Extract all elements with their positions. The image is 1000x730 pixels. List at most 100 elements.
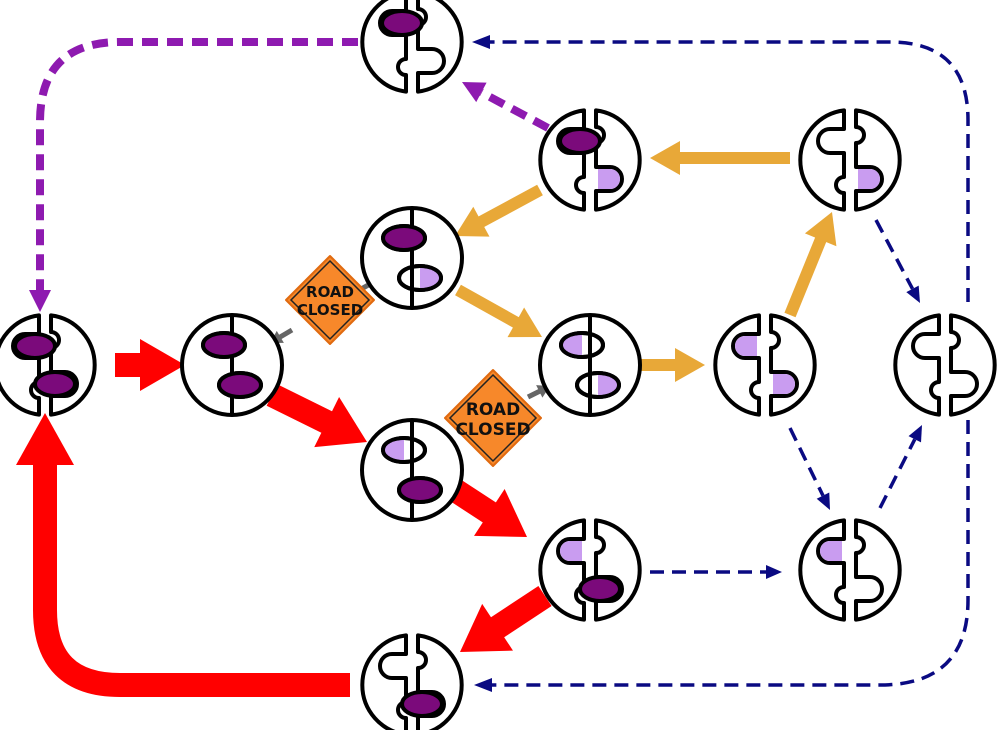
dashed-line xyxy=(492,420,970,687)
arrowhead xyxy=(908,425,922,443)
dashed-line xyxy=(874,219,915,290)
dashed-line xyxy=(878,438,917,509)
dashed-line xyxy=(36,38,358,290)
node-left-closed xyxy=(180,313,284,417)
navy-arrow-lower-right-to-far-right xyxy=(878,425,922,509)
ligand-outline xyxy=(217,371,263,399)
navy-arrow-lower-mid-to-lower-right xyxy=(650,565,782,579)
ligand-outline xyxy=(559,331,605,359)
left-domain xyxy=(893,313,941,417)
right-domain xyxy=(594,518,642,622)
red-arrow-bottom-to-left xyxy=(16,413,350,697)
light-ligand-top xyxy=(820,541,842,561)
node-mid-upper xyxy=(360,206,464,310)
node-lower-right xyxy=(798,518,902,622)
arrowhead xyxy=(455,206,490,237)
arrow-shaft xyxy=(448,479,500,525)
node-far-right xyxy=(893,313,997,417)
arrowhead xyxy=(650,141,680,175)
left-domain xyxy=(0,313,41,417)
edges xyxy=(16,35,970,697)
ligand-outline xyxy=(201,331,247,359)
right-domain xyxy=(854,108,902,212)
bound-ligand-bottom xyxy=(400,690,444,718)
arrowhead xyxy=(16,413,74,465)
partial-ligand xyxy=(385,440,404,460)
bound-ligand-bottom xyxy=(578,575,622,603)
node-center-right xyxy=(713,313,817,417)
bound-ligand-top xyxy=(13,332,57,360)
arrow-shaft xyxy=(487,585,552,640)
left-domain xyxy=(360,633,408,730)
orange-arrow-mid-upper-to-center xyxy=(455,284,542,338)
arrowhead xyxy=(29,290,51,312)
light-ligand-top xyxy=(735,336,757,356)
node-top xyxy=(360,0,464,94)
navy-arrow-to-bottom xyxy=(474,420,970,692)
left-domain xyxy=(713,313,761,417)
arrowhead xyxy=(474,678,492,692)
dashed-line xyxy=(490,40,970,302)
ligand-outline xyxy=(397,264,443,292)
arrowhead xyxy=(675,348,705,382)
arrow-shaft xyxy=(266,384,337,435)
partial-ligand xyxy=(563,335,582,355)
right-domain xyxy=(769,313,817,417)
navy-arrow-to-top xyxy=(472,35,970,302)
partial-ligand xyxy=(420,268,439,288)
right-domain xyxy=(949,313,997,417)
left-domain xyxy=(538,518,586,622)
road-closed-sign-2: ROAD CLOSED xyxy=(444,369,542,467)
orange-arrow-center-right-to-upper-right xyxy=(784,212,837,318)
sign-text-line1: ROAD xyxy=(306,283,354,301)
sign-text-line1: ROAD xyxy=(466,400,520,420)
node-left xyxy=(0,313,97,417)
arrowhead xyxy=(472,35,490,49)
node-bottom xyxy=(360,633,464,730)
navy-arrow-upper-right-to-far-right xyxy=(874,219,920,303)
right-domain xyxy=(594,108,642,212)
light-ligand-bottom xyxy=(773,374,795,394)
partial-ligand xyxy=(598,375,617,395)
purple-arrow-to-top xyxy=(462,82,550,132)
right-domain xyxy=(854,518,902,622)
node-lower-mid xyxy=(538,518,642,622)
orange-arrow-upper-right-to-upper-mid xyxy=(650,141,790,175)
left-domain xyxy=(798,518,846,622)
ligand-outline xyxy=(397,476,443,504)
bound-ligand-bottom xyxy=(33,370,77,398)
arrowhead xyxy=(906,285,920,303)
node-upper-right xyxy=(798,108,902,212)
orange-arrow-upper-mid-to-mid-upper xyxy=(455,184,543,237)
ligand-outline xyxy=(381,224,427,252)
ligand-outline xyxy=(381,436,427,464)
sign-text-line2: CLOSED xyxy=(455,420,530,440)
red-arrow-left-to-left-closed xyxy=(115,339,185,391)
dashed-line xyxy=(788,427,825,497)
road-closed-sign-1: ROAD CLOSED xyxy=(285,255,375,345)
red-arrow-lower-mid-to-bottom xyxy=(460,585,552,652)
arrowhead xyxy=(462,82,487,103)
ligand-outline xyxy=(575,371,621,399)
arrow-shaft xyxy=(33,460,350,697)
road-closed-signs: ROAD CLOSED ROAD CLOSED xyxy=(285,255,542,467)
orange-arrow-center-to-center-right xyxy=(638,348,705,382)
dashed-line xyxy=(479,88,550,132)
red-arrow-mid-lower-to-lower-mid xyxy=(448,479,527,537)
arrow-shaft xyxy=(784,234,828,318)
arrowhead xyxy=(804,212,837,247)
arrowhead xyxy=(507,307,542,338)
light-ligand-bottom xyxy=(858,169,880,189)
right-domain xyxy=(49,313,97,417)
right-domain xyxy=(416,0,464,94)
left-domain xyxy=(798,108,846,212)
node-center xyxy=(538,313,642,417)
sign-text-line2: CLOSED xyxy=(297,301,363,319)
red-arrow-left-closed-to-mid-lower xyxy=(266,384,367,448)
light-ligand-top xyxy=(560,541,582,561)
navy-arrow-center-right-to-lower-right xyxy=(788,427,830,510)
sign-diamond xyxy=(285,255,375,345)
arrowhead xyxy=(816,492,830,510)
arrow-shaft xyxy=(455,284,522,330)
